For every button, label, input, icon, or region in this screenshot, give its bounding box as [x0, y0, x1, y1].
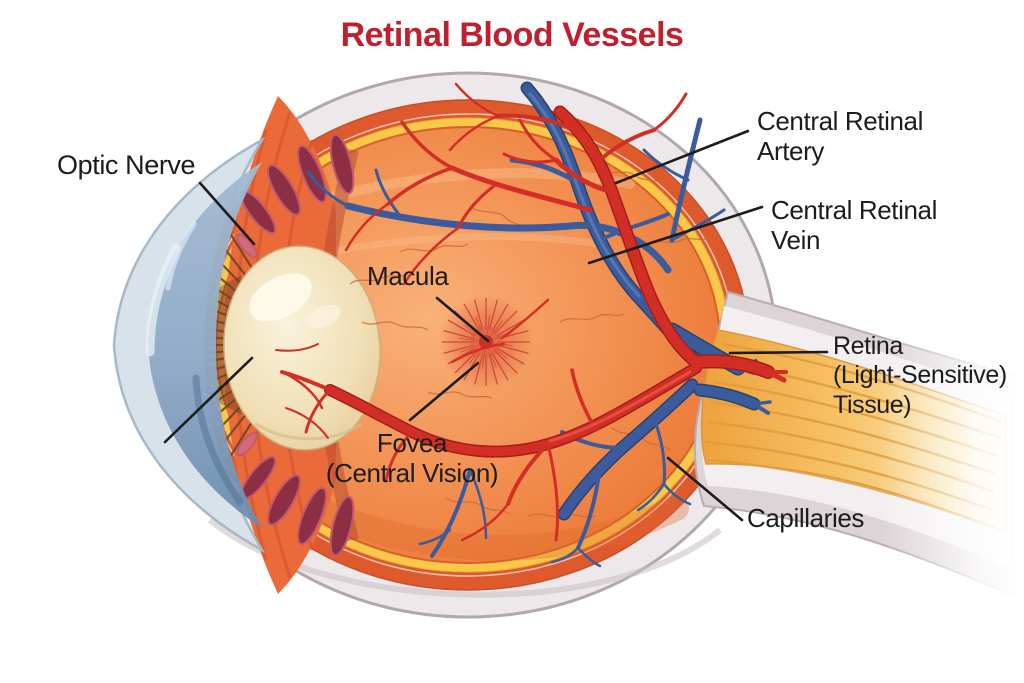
central-retinal-vein-leader	[587, 205, 764, 265]
label-retina: Retina (Light-Sensitive) Tissue)	[833, 332, 1007, 420]
macula-leader	[435, 296, 490, 343]
label-central-retinal-artery-line2: Artery	[757, 136, 824, 167]
label-retina-line1: Retina	[833, 332, 903, 360]
macula-starburst	[438, 294, 534, 390]
label-fovea: Fovea (Central Vision)	[322, 428, 502, 489]
label-central-retinal-artery-line1: Central Retinal	[757, 106, 923, 136]
label-central-retinal-vein: Central Retinal Vein	[771, 195, 937, 256]
leader-lines	[163, 129, 829, 522]
optic-nerve-structure	[693, 268, 1024, 614]
label-central-retinal-artery: Central Retinal Artery	[757, 106, 923, 167]
optic-nerve-fade	[880, 268, 1024, 614]
label-retina-line3: Tissue)	[833, 390, 912, 419]
label-retina-line2: (Light-Sensitive)	[833, 361, 1007, 390]
central-retinal-artery-leader	[614, 129, 750, 185]
label-fovea-line2: (Central Vision)	[325, 458, 499, 489]
cornea-highlight	[145, 243, 181, 357]
capillaries-leader	[666, 456, 744, 522]
artery-tree	[275, 82, 788, 542]
cornea-highlight-small	[165, 221, 197, 291]
label-capillaries: Capillaries	[747, 503, 864, 533]
optic-nerve-leader	[198, 181, 256, 246]
diagram-title: Retinal Blood Vessels	[340, 16, 684, 54]
label-central-retinal-vein-line1: Central Retinal	[771, 195, 937, 225]
ciliary-muscles	[236, 133, 355, 557]
label-optic-nerve: Optic Nerve	[57, 150, 196, 180]
label-macula: Macula	[367, 261, 449, 291]
cornea-bottom-shade	[192, 374, 244, 506]
fovea-leader	[408, 361, 480, 422]
label-fovea-line1: Fovea	[376, 428, 448, 458]
retina-leader	[728, 350, 829, 355]
label-central-retinal-vein-line2: Vein	[771, 225, 821, 256]
anterior-segment	[112, 96, 381, 594]
lens-leader	[163, 356, 254, 444]
